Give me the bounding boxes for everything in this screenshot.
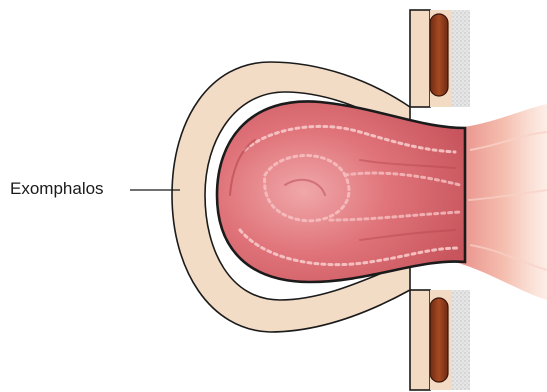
lower-vessel (430, 298, 448, 382)
upper-vessel (430, 14, 448, 96)
lower-abdominal-wall (410, 290, 470, 390)
upper-abdominal-wall (410, 10, 470, 107)
exomphalos-label: Exomphalos (10, 180, 104, 197)
